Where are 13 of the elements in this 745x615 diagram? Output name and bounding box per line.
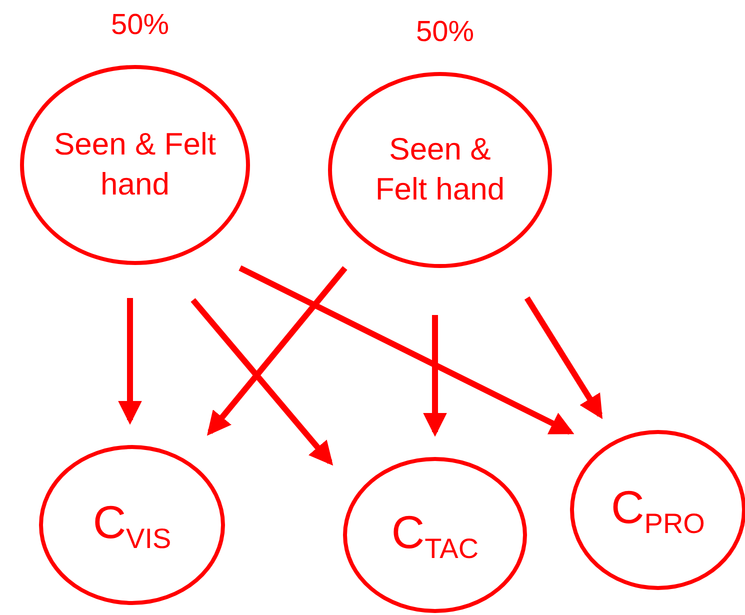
node-label: C$_{PRO}$ [610,480,706,540]
node-label: Seen & Felt hand [53,126,217,204]
arrow [206,266,348,436]
percentage-label: 50% [110,9,170,42]
arrow [190,298,334,466]
node-label: Seen & Felt hand [374,130,506,209]
node-label: C$_{VIS}$ [92,495,172,555]
node-label: C$_{TAC}$ [390,505,480,565]
arrow [118,298,142,425]
arrow [524,296,603,420]
percentage-label: 50% [416,16,474,49]
arrow [423,315,447,437]
arrow [238,265,574,435]
